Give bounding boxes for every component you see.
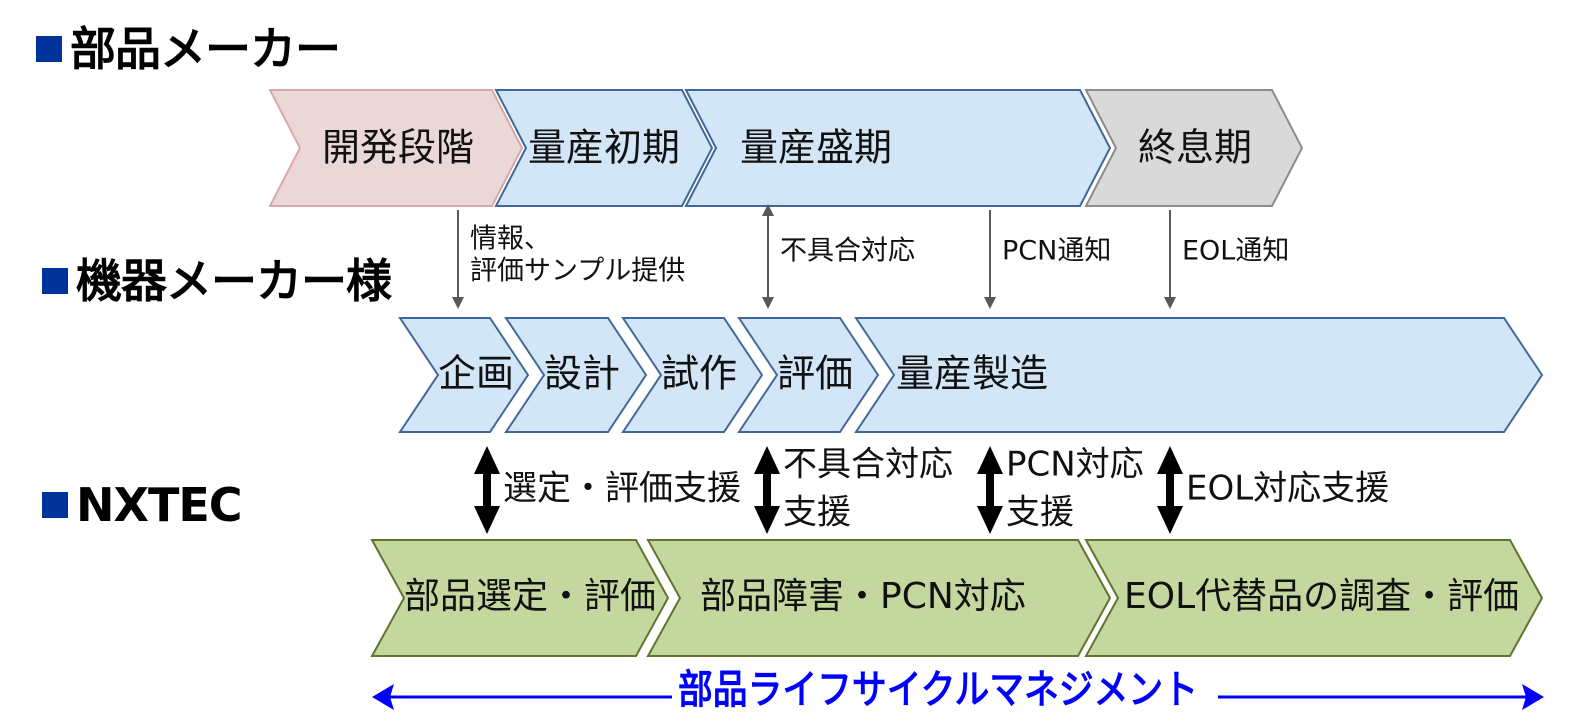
support-arrow-label-3: PCN対応 (1006, 445, 1144, 485)
support-arrow-label-4: EOL対応支援 (1186, 469, 1389, 509)
info-arrow-label-4: EOL通知 (1182, 236, 1289, 267)
equipment-phase-label-4: 評価 (777, 352, 853, 396)
phase-label-4: 終息期 (1138, 126, 1252, 170)
phase-chevron-1 (268, 89, 524, 207)
heading-parts-maker: 部品メーカー (36, 22, 341, 76)
lifecycle-label: 部品ライフサイクルマネジメント (678, 667, 1198, 713)
equipment-phase-chevron-4 (737, 317, 880, 433)
heading-nxtec: NXTEC (42, 478, 243, 532)
nxtec-phase-chevron-3 (1084, 539, 1544, 657)
equipment-phase-label-2: 設計 (544, 352, 620, 396)
equipment-phase-chevron-2 (504, 317, 648, 433)
heading-square-icon (36, 36, 62, 62)
heading-parts-maker-text: 部品メーカー (70, 22, 341, 76)
equipment-phase-chevron-1 (398, 317, 530, 433)
nxtec-phase-chevron-2 (646, 539, 1112, 657)
phase-chevron-4 (1084, 89, 1304, 207)
equipment-phase-chevron-3 (621, 317, 764, 433)
phase-label-3: 量産盛期 (740, 126, 892, 170)
info-arrow-label-2: 不具合対応 (780, 236, 915, 267)
support-arrow-label-2: 支援 (783, 493, 851, 533)
info-arrow-label-1: 評価サンプル提供 (470, 256, 685, 287)
nxtec-phase-label-2: 部品障害・PCN対応 (700, 576, 1026, 617)
nxtec-phase-label-1: 部品選定・評価 (404, 576, 656, 617)
heading-square-icon (42, 268, 68, 294)
lifecycle-arrowhead-left-icon (372, 684, 394, 710)
lifecycle-arrowhead-right-icon (1522, 684, 1544, 710)
support-arrow-3 (977, 446, 1003, 534)
equipment-phase-chevron-5 (854, 317, 1544, 433)
phase-label-1: 開発段階 (322, 126, 474, 170)
nxtec-phase-label-3: EOL代替品の調査・評価 (1124, 576, 1519, 617)
equipment-phase-label-3: 試作 (661, 352, 737, 396)
nxtec-phase-row: 部品選定・評価 部品障害・PCN対応 EOL代替品の調査・評価 (370, 539, 1544, 657)
equipment-phase-label-1: 企画 (438, 352, 514, 396)
heading-equipment-maker-text: 機器メーカー様 (76, 254, 392, 308)
phase-chevron-2 (494, 89, 714, 207)
nxtec-phase-chevron-1 (370, 539, 670, 657)
phase-label-2: 量産初期 (528, 126, 680, 170)
equipment-phase-row: 企画設計試作評価量産製造 (398, 317, 1544, 433)
equipment-phase-label-5: 量産製造 (896, 352, 1048, 396)
heading-nxtec-text: NXTEC (76, 478, 243, 532)
support-arrow-1 (474, 446, 500, 534)
support-arrow-label-3: 支援 (1006, 493, 1074, 533)
support-arrow-2 (754, 446, 780, 534)
info-arrow-row: 情報、評価サンプル提供 不具合対応 PCN通知 EOL通知 (452, 204, 1289, 309)
support-arrow-label-1: 選定・評価支援 (503, 469, 741, 509)
lifecycle-span: 部品ライフサイクルマネジメント (372, 667, 1544, 713)
parts-maker-phase-row: 開発段階 量産初期 量産盛期 終息期 (268, 89, 1304, 207)
heading-equipment-maker: 機器メーカー様 (42, 254, 392, 308)
support-arrow-label-2: 不具合対応 (783, 445, 953, 485)
phase-chevron-3 (684, 89, 1112, 207)
support-arrow-4 (1157, 446, 1183, 534)
info-arrow-label-1: 情報、 (470, 224, 551, 255)
info-arrow-label-3: PCN通知 (1002, 236, 1111, 267)
heading-square-icon (42, 492, 68, 518)
